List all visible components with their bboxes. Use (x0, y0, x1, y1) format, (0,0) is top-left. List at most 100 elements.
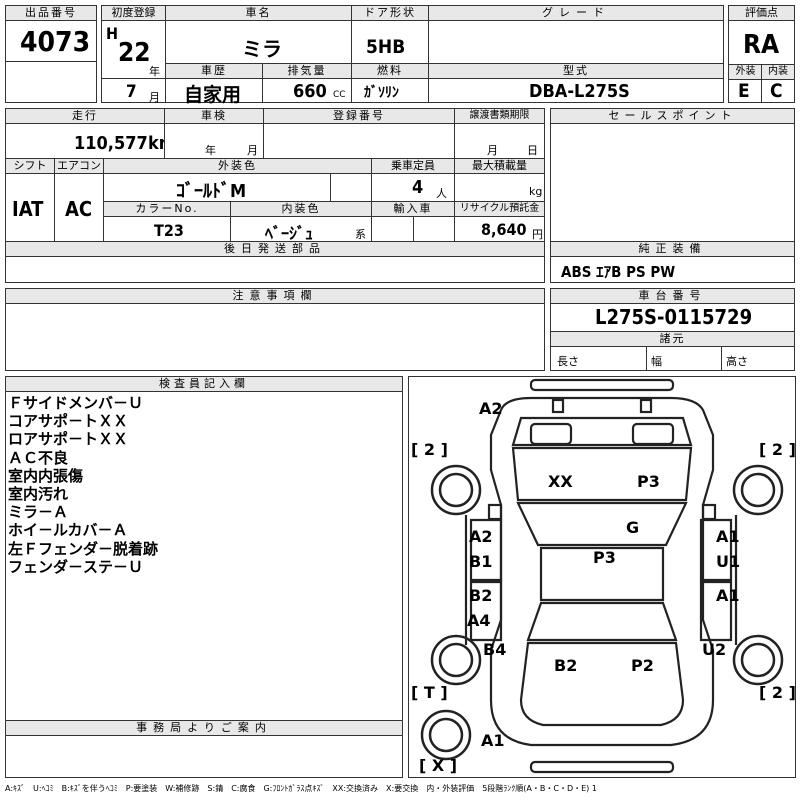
inspector-notes-label: 検査員記入欄 (6, 377, 402, 392)
left-front-door-damage-label: B1 (469, 552, 492, 571)
right-front-door-damage-label: U1 (716, 552, 740, 571)
displacement-cell: 排気量 660 CC (262, 63, 352, 103)
door-type-label: ドア形状 (352, 6, 428, 21)
score-value: RA (743, 30, 780, 60)
inspector-note: Ｆサイドメンバ－Ｕ (8, 394, 144, 412)
color-number-value: T23 (154, 221, 184, 240)
interior-color-label: 内装色 (231, 202, 371, 217)
specs-width-label: 幅 (651, 355, 662, 368)
inspector-notes-cell: 検査員記入欄 事務局よりご案内 (5, 376, 403, 778)
inspector-note: 室内内張傷 (8, 466, 84, 485)
transfer-deadline-cell: 譲渡書類期限 月 日 (454, 108, 545, 159)
history-label: 車歴 (166, 64, 262, 79)
hood-right-damage-label: P3 (637, 472, 660, 491)
import-cell: 輸入車 (371, 201, 455, 242)
sales-points-cell: セールスポイント (550, 108, 795, 243)
chassis-value: L275S-0115729 (595, 305, 753, 329)
office-notice-label: 事務局よりご案内 (6, 720, 402, 736)
roof-damage-label: P3 (593, 548, 616, 567)
recycle-fee-label: リサイクル預託金 (455, 202, 544, 217)
first-reg-month-unit: 月 (149, 91, 160, 104)
specs-label: 諸元 (551, 331, 794, 347)
car-name-value: ミラ (242, 37, 282, 61)
car-damage-diagram: A2 [ 2 ] [ 2 ] XX P3 G P3 A2 B1 B2 A4 A1… (411, 378, 795, 775)
max-load-unit: kg (529, 185, 543, 198)
model-label: 型式 (429, 64, 723, 79)
max-load-cell: 最大積載量 kg (454, 158, 545, 202)
import-label: 輸入車 (372, 202, 454, 217)
first-reg-month: 7 (126, 82, 137, 102)
model-value: DBA-L275S (529, 81, 630, 102)
transfer-day-unit: 日 (527, 144, 538, 157)
left-rear-tire-label: [ T ] (411, 683, 448, 702)
aircon-value: AC (65, 197, 93, 221)
interior-color-value: ﾍﾞｰｼﾞｭ (265, 224, 314, 243)
first-registration-label: 初度登録 (102, 6, 165, 21)
transfer-month-unit: 月 (487, 144, 498, 157)
trunk-left-damage-label: B2 (554, 656, 577, 675)
fuel-label: 燃料 (352, 64, 428, 79)
inspector-note: フェンダ－ステ－Ｕ (8, 557, 144, 576)
inspector-note: 室内汚れ (8, 485, 69, 504)
first-reg-year: 22 (118, 38, 151, 68)
capacity-cell: 乗車定員 4 人 (371, 158, 455, 202)
registration-number-label: 登録番号 (264, 109, 454, 124)
left-front-tire-label: [ 2 ] (411, 440, 448, 459)
door-type-cell: ドア形状 5HB (351, 5, 429, 65)
left-quarter-damage-label: B4 (483, 640, 506, 659)
model-cell: 型式 DBA-L275S (428, 63, 724, 103)
car-name-cell: 車名 ミラ (165, 5, 352, 65)
rear-bumper-damage-label: A1 (481, 731, 505, 750)
right-quarter-damage-label: U2 (702, 640, 726, 659)
exterior-color-cell: 外装色 ｺﾞｰﾙﾄﾞM (103, 158, 372, 202)
inspection-year-unit: 年 (205, 144, 216, 157)
right-front-tire-label: [ 2 ] (759, 440, 795, 459)
shift-value: IAT (12, 197, 44, 221)
color-number-cell: カラーNo. T23 (103, 201, 231, 242)
equipment-cell: 純正装備 ABS ｴｱB PS PW (550, 241, 795, 283)
later-parts-label: 後日発送部品 (6, 242, 544, 257)
first-registration-cell: 初度登録 H 22 年 7 月 (101, 5, 166, 104)
ext-score-label: 外装 (729, 65, 762, 80)
caution-label: 注意事項欄 (6, 289, 544, 304)
inspector-note: ロアサポ－トＸＸ (8, 430, 129, 449)
exterior-color-value: ｺﾞｰﾙﾄﾞM (176, 181, 247, 202)
front-bumper-damage-label: A2 (479, 399, 503, 418)
trunk-right-damage-label: P2 (631, 656, 654, 675)
specs-length-label: 長さ (557, 355, 579, 368)
score-label: 評価点 (729, 6, 794, 21)
specs-height-label: 高さ (726, 355, 748, 368)
registration-number-cell: 登録番号 (263, 108, 455, 159)
shift-cell: シフト IAT (5, 158, 55, 242)
left-rear-door-damage-label: A4 (467, 611, 491, 630)
history-cell: 車歴 自家用 (165, 63, 263, 106)
chassis-label: 車台番号 (551, 289, 794, 304)
windshield-damage-label: G (626, 518, 639, 537)
hood-left-damage-label: XX (548, 472, 573, 491)
inspector-note: ＡＣ不良 (8, 448, 69, 467)
mileage-label: 走行 (6, 109, 164, 124)
car-name-label: 車名 (166, 6, 351, 21)
inspection-cell: 車検 年 月 (164, 108, 264, 159)
displacement-unit: CC (333, 90, 346, 100)
history-value: 自家用 (184, 84, 242, 106)
capacity-value: 4 (412, 177, 424, 198)
transfer-deadline-label: 譲渡書類期限 (455, 109, 544, 124)
right-rear-tire-label: [ 2 ] (759, 683, 795, 702)
int-score-value: C (770, 80, 783, 102)
max-load-label: 最大積載量 (455, 159, 544, 174)
inspector-note: コアサポ－トＸＸ (8, 412, 129, 431)
inspector-note: ホイ－ルカバ－Ａ (8, 521, 128, 540)
caution-cell: 注意事項欄 (5, 288, 545, 371)
left-rear-door-damage-label: B2 (469, 586, 492, 605)
equipment-value: ABS ｴｱB PS PW (561, 263, 676, 281)
equipment-label: 純正装備 (551, 242, 794, 257)
mileage-cell: 走行 110,577 km (5, 108, 176, 159)
recycle-fee-cell: リサイクル預託金 8,640 円 (454, 201, 545, 242)
lot-number-label: 出品番号 (6, 6, 96, 21)
exterior-color-label: 外装色 (104, 159, 371, 174)
capacity-label: 乗車定員 (372, 159, 454, 174)
aircon-cell: エアコン AC (54, 158, 104, 242)
int-score-label: 内装 (762, 65, 794, 80)
capacity-unit: 人 (436, 187, 447, 200)
